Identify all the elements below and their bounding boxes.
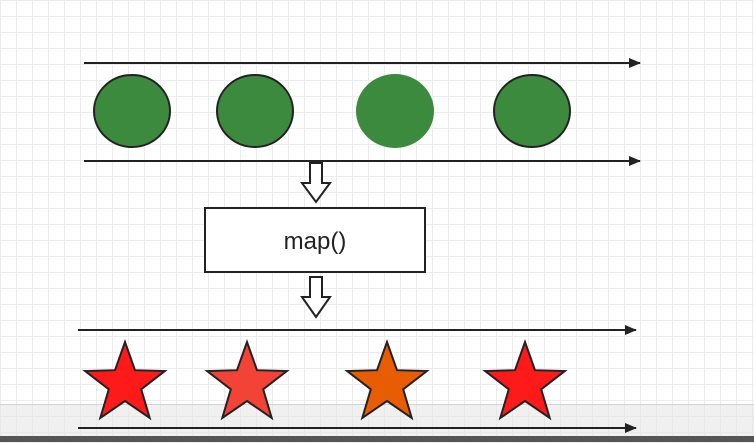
output-event-star [82,339,168,421]
output-event-star [344,339,430,421]
input-event-circle [216,74,294,148]
output-event-star [204,339,290,421]
down-arrow-icon [300,276,332,319]
output-events [82,339,568,421]
input-event-circle [93,74,171,148]
window-edge [0,436,754,442]
input-event-circle [356,74,434,148]
input-event-circle [493,74,571,148]
map-operator-box: map() [204,207,426,273]
operator-label: map() [284,228,347,255]
down-arrow-icon [300,162,332,204]
output-event-star [482,339,568,421]
input-events [93,74,571,148]
